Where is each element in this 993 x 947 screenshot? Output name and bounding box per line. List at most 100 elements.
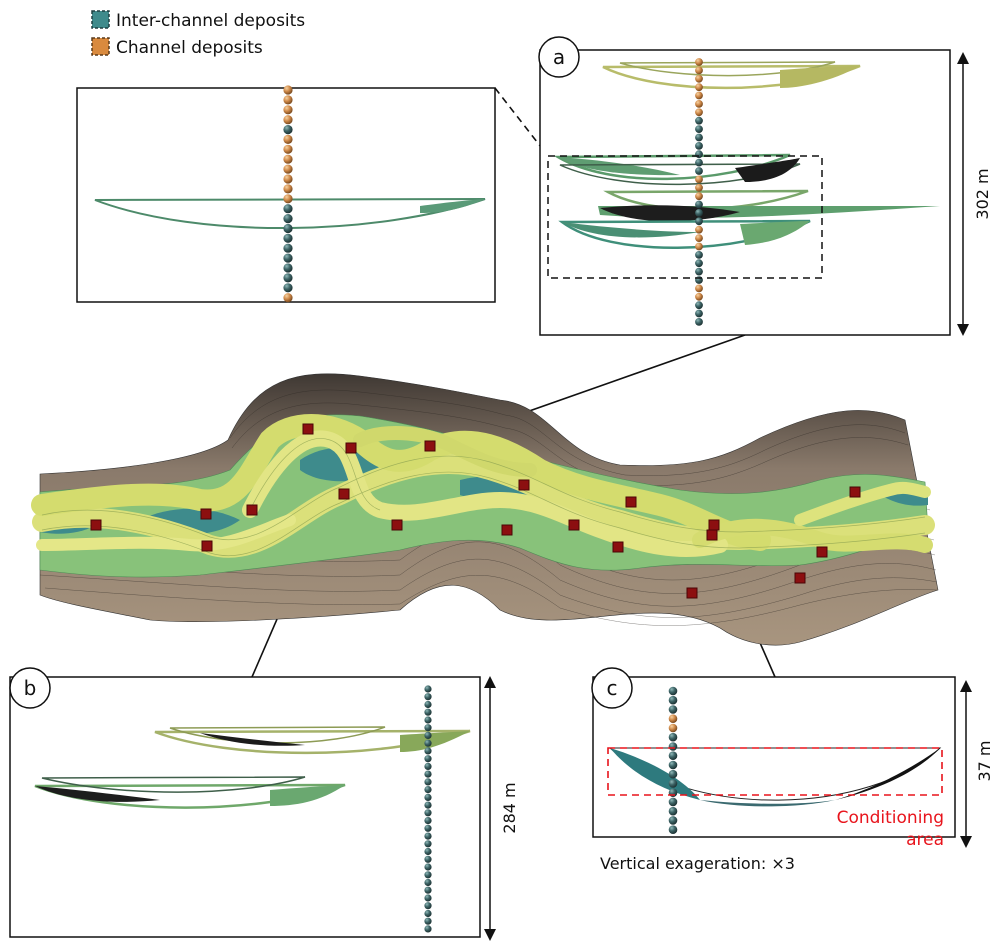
inter-channel-bead [424, 917, 432, 925]
inter-channel-bead [424, 793, 432, 802]
panel-b-well-column [424, 685, 432, 933]
zoom-lens-shade [420, 199, 485, 213]
inter-channel-bead [668, 695, 678, 705]
inter-channel-bead [424, 817, 432, 825]
channel-edge-lines [41, 438, 926, 557]
inter-channel-bead [424, 762, 432, 771]
inter-channel-bead [283, 204, 293, 214]
panel-c-dimension-label: 37 m [975, 740, 993, 781]
inter-channel-bead [283, 273, 293, 283]
inter-channel-bead [695, 142, 703, 150]
vertical-exaggeration-note: Vertical exageration: ×3 [600, 854, 795, 873]
inter-channel-bead [283, 283, 293, 293]
channel-deposit-bead [283, 95, 293, 105]
inter-channel-bead [424, 716, 432, 724]
inter-channel-bead [424, 747, 432, 755]
inter-channel-bead [283, 233, 293, 243]
channel-deposit-bead [695, 292, 703, 301]
well-marker [518, 479, 530, 491]
inter-channel-bead [695, 251, 703, 259]
channel-deposit-bead [695, 183, 703, 192]
panel-a-badge: a [538, 36, 580, 78]
channel-deposit-bead [695, 91, 703, 100]
inter-channel-bead [424, 700, 432, 709]
well-marker [686, 587, 698, 599]
inter-channel-bead [424, 778, 432, 786]
inter-channel-bead [695, 267, 703, 276]
inter-channel-bead [668, 760, 678, 770]
well-marker [424, 440, 436, 452]
well-marker [706, 529, 718, 541]
connector-zoom-dashed [494, 87, 549, 157]
well-marker [302, 423, 314, 435]
inter-channel-bead [424, 685, 432, 693]
inter-channel-bead [668, 816, 678, 825]
channel-deposit-bead [283, 293, 293, 303]
well-marker [501, 524, 513, 536]
well-marker [708, 519, 720, 531]
inter-channel-bead [283, 223, 293, 234]
panel-a-lenses [553, 61, 940, 249]
inter-channel-bead [424, 902, 432, 910]
inter-channel-bead [283, 263, 293, 273]
inter-channel-bead [695, 259, 703, 268]
well-marker [568, 519, 580, 531]
inter-channel-bead [424, 855, 432, 863]
channel-deposit-bead [695, 175, 703, 184]
panel-b-frame [9, 676, 481, 938]
channel-deposit-bead [695, 242, 703, 251]
inter-channel-bead [668, 742, 678, 751]
legend-item-inter-channel: Inter-channel deposits [91, 10, 305, 31]
well-marker [200, 508, 212, 520]
well-marker [625, 496, 637, 508]
channel-deposit-bead [695, 225, 703, 234]
inter-channel-bead [668, 769, 678, 779]
inter-channel-bead [424, 847, 432, 856]
inter-channel-swatch [91, 10, 110, 29]
inter-channel-bead [283, 243, 293, 253]
channel-deposit-bead [283, 174, 293, 184]
legend-label-channel: Channel deposits [116, 38, 263, 58]
channel-deposit-bead [668, 714, 678, 723]
panel-c-lens-bottom [700, 800, 835, 807]
channel-swatch [91, 37, 110, 56]
channel-deposit-bead [283, 164, 293, 174]
panel-a-zoom-box [547, 155, 823, 279]
inter-channel-bead [695, 309, 703, 318]
inter-channel-bead [283, 253, 293, 263]
channel-deposit-bead [695, 192, 703, 201]
panel-a-well-column [695, 58, 703, 326]
inter-channel-bead [424, 724, 432, 732]
channel-deposit-bead [283, 194, 293, 204]
well-marker [201, 540, 213, 552]
panel-c: Conditioning area c 37 m Vertical exager… [591, 667, 993, 873]
panel-b-circle [9, 667, 51, 709]
inter-channel-bead [695, 209, 703, 217]
inter-channel-bead [668, 797, 678, 807]
inter-channel-bead [424, 786, 432, 794]
inter-channel-bead [424, 693, 432, 701]
inter-channel-bead [695, 318, 703, 326]
inter-channel-bead [668, 732, 678, 742]
inter-channel-bead [424, 886, 432, 894]
inter-channel-bead [695, 133, 703, 142]
channel-deposit-bead [695, 66, 703, 75]
well-marker [391, 519, 403, 531]
conditioning-label-line1: Conditioning [837, 808, 944, 828]
channel-deposit-bead [283, 105, 293, 115]
inter-channel-bead [424, 739, 432, 747]
channel-deposit-bead [695, 234, 703, 243]
channel-deposit-bead [283, 85, 293, 95]
panel-b-badge: b [9, 667, 51, 709]
inter-channel-bead [424, 824, 432, 832]
inter-channel-bead [695, 200, 703, 209]
inter-channel-bead [424, 894, 432, 902]
inter-channel-bead [424, 731, 432, 740]
inter-channel-bead [424, 809, 432, 817]
well-marker [794, 572, 806, 584]
channel-deposit-bead [695, 83, 703, 92]
inter-channel-bead [424, 863, 432, 871]
inter-channel-bead [695, 158, 703, 167]
inter-channel-bead [424, 878, 432, 887]
